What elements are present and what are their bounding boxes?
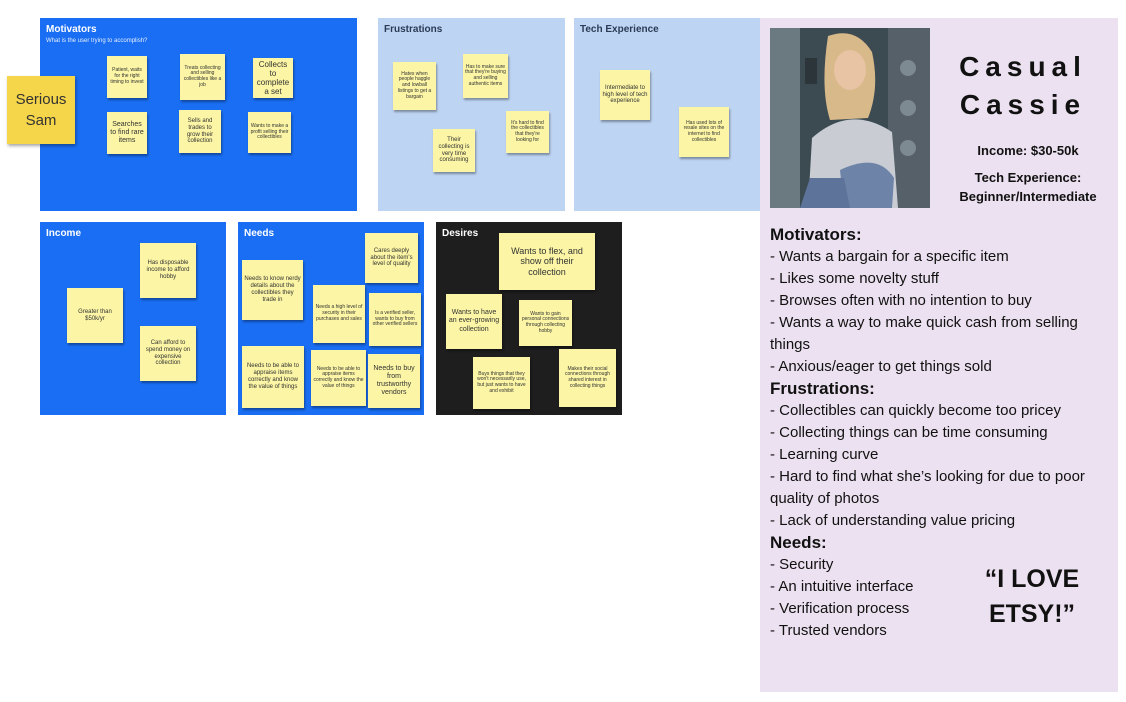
- tech-experience-board: Tech Experience Intermediate to high lev…: [574, 18, 760, 211]
- sticky-note[interactable]: Has used lots of resale sites on the int…: [679, 107, 729, 157]
- sticky-note[interactable]: Sells and trades to grow their collectio…: [179, 110, 221, 153]
- sticky-note[interactable]: Wants to have an ever-growing collection: [446, 294, 502, 349]
- motivator-item: - Likes some novelty stuff: [770, 270, 939, 287]
- persona-name: Casual Cassie: [938, 48, 1108, 124]
- need-item: - Security: [770, 556, 834, 573]
- income-board: Income Has disposable income to afford h…: [40, 222, 226, 415]
- persona-name-line2: Cassie: [959, 89, 1087, 120]
- motivators-board: Motivators What is the user trying to ac…: [40, 18, 357, 211]
- motivator-item: - Browses often with no intention to buy: [770, 292, 1032, 309]
- persona-tech-experience: Tech Experience: Beginner/Intermediate: [938, 168, 1118, 206]
- persona-income: Income: $30-50k: [977, 143, 1079, 158]
- sticky-note[interactable]: Their collecting is very time consuming: [433, 129, 475, 172]
- board-title: Motivators: [46, 24, 97, 35]
- persona-details: Motivators: - Wants a bargain for a spec…: [770, 224, 1110, 642]
- frustration-item: - Lack of understanding value pricing: [770, 512, 1016, 529]
- need-item: - Verification process: [770, 600, 910, 617]
- board-title: Income: [46, 228, 82, 239]
- persona-quote: “I LOVE ETSY!”: [984, 565, 1080, 628]
- sticky-note[interactable]: Searches to find rare items: [107, 112, 147, 154]
- sticky-note[interactable]: Needs to be able to appraise items corre…: [311, 350, 366, 406]
- persona-tech-value: Beginner/Intermediate: [959, 189, 1097, 204]
- sticky-note[interactable]: Buys things that they won't necessarily …: [473, 357, 530, 409]
- persona-panel: Casual Cassie Income: $30-50k Tech Exper…: [760, 18, 1118, 692]
- board-title: Frustrations: [384, 24, 443, 35]
- motivators-heading: Motivators:: [770, 225, 862, 244]
- sticky-note[interactable]: Wants to make a profit selling their col…: [248, 112, 291, 153]
- motivator-item: - Wants a bargain for a specific item: [770, 248, 1009, 265]
- needs-board: Needs Cares deeply about the item's leve…: [238, 222, 424, 415]
- sticky-note[interactable]: Is a verified seller, wants to buy from …: [369, 293, 421, 346]
- board-title: Needs: [244, 228, 275, 239]
- serious-sam-note[interactable]: Serious Sam: [7, 76, 75, 144]
- frustrations-board: Frustrations Hates when people haggle an…: [378, 18, 565, 211]
- sticky-note[interactable]: Patient, waits for the right timing to i…: [107, 56, 147, 98]
- sticky-note[interactable]: Makes their social connections through s…: [559, 349, 616, 407]
- frustration-item: - Collecting things can be time consumin…: [770, 424, 1048, 441]
- sticky-note[interactable]: Has to make sure that they're buying and…: [463, 54, 508, 98]
- sticky-note[interactable]: Needs to buy from trustworthy vendors: [368, 354, 420, 408]
- need-item: - Trusted vendors: [770, 622, 887, 639]
- persona-photo-image: [770, 28, 930, 208]
- board-subtitle: What is the user trying to accomplish?: [46, 38, 148, 44]
- sticky-note[interactable]: Needs to be able to appraise items corre…: [242, 346, 304, 408]
- frustrations-heading: Frustrations:: [770, 379, 875, 398]
- sticky-note[interactable]: Has disposable income to afford hobby: [140, 243, 196, 298]
- sticky-note[interactable]: Greater than $50k/yr: [67, 288, 123, 343]
- sticky-note[interactable]: Can afford to spend money on expensive c…: [140, 326, 196, 381]
- frustration-item: - Learning curve: [770, 446, 879, 463]
- motivator-item: - Wants a way to make quick cash from se…: [770, 314, 1078, 353]
- sticky-note[interactable]: Treats collecting and selling collectibl…: [180, 54, 225, 100]
- need-item: - An intuitive interface: [770, 578, 914, 595]
- sticky-note[interactable]: Hates when people haggle and lowball lis…: [393, 62, 436, 110]
- needs-heading: Needs:: [770, 533, 827, 552]
- persona-photo: [770, 28, 930, 208]
- sticky-note[interactable]: Intermediate to high level of tech exper…: [600, 70, 650, 120]
- board-title: Desires: [442, 228, 479, 239]
- desires-board: Desires Wants to flex, and show off thei…: [436, 222, 622, 415]
- sticky-note[interactable]: Needs to know nerdy details about the co…: [242, 260, 303, 320]
- motivator-item: - Anxious/eager to get things sold: [770, 358, 992, 375]
- sticky-note[interactable]: Collects to complete a set: [253, 58, 293, 98]
- sticky-note[interactable]: Wants to gain personal connections throu…: [519, 300, 572, 346]
- persona-name-line1: Casual: [959, 51, 1087, 82]
- sticky-note[interactable]: It's hard to find the collectibles that …: [506, 111, 549, 153]
- frustration-item: - Collectibles can quickly become too pr…: [770, 402, 1061, 419]
- board-title: Tech Experience: [580, 24, 659, 35]
- frustration-item: - Hard to find what she’s looking for du…: [770, 468, 1085, 507]
- persona-tech-label: Tech Experience:: [974, 170, 1082, 185]
- sticky-note[interactable]: Wants to flex, and show off their collec…: [499, 233, 595, 290]
- sticky-note[interactable]: Cares deeply about the item's level of q…: [365, 233, 418, 283]
- sticky-note[interactable]: Needs a high level of security in their …: [313, 285, 365, 343]
